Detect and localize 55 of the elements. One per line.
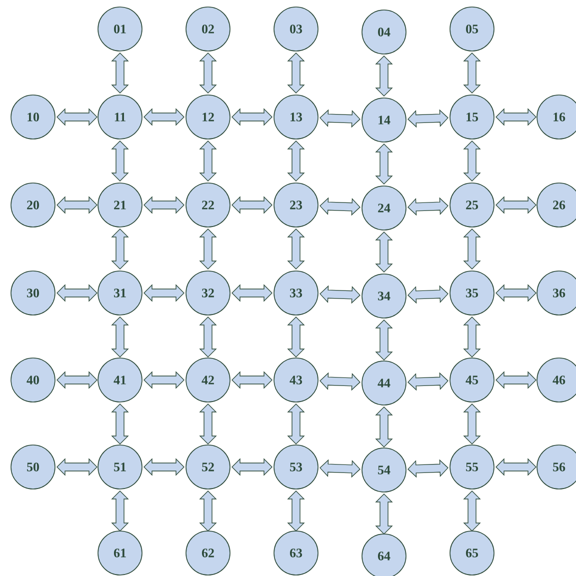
block-arrow xyxy=(375,56,393,96)
block-arrow xyxy=(56,458,98,476)
block-arrow xyxy=(111,490,129,532)
block-arrow xyxy=(56,108,98,126)
block-arrow xyxy=(320,109,360,128)
block-arrow xyxy=(111,140,129,182)
block-arrow xyxy=(287,404,305,444)
block-arrow xyxy=(375,494,393,534)
block-arrow xyxy=(320,197,360,216)
block-arrow xyxy=(232,458,272,476)
block-arrow xyxy=(111,316,129,358)
block-arrow xyxy=(320,372,360,391)
block-arrow xyxy=(463,404,481,444)
block-arrow xyxy=(287,140,305,182)
block-arrow xyxy=(496,458,536,476)
block-arrow xyxy=(144,196,184,214)
block-arrow xyxy=(287,316,305,358)
block-arrow xyxy=(144,371,184,389)
block-arrow xyxy=(144,108,184,126)
block-arrow xyxy=(375,406,393,448)
block-arrow xyxy=(375,320,393,360)
block-arrow xyxy=(320,285,360,304)
block-arrow xyxy=(232,196,272,214)
block-arrow xyxy=(144,458,184,476)
block-arrow xyxy=(111,52,129,94)
block-arrow xyxy=(56,284,98,302)
block-arrow xyxy=(199,140,217,182)
block-arrow xyxy=(199,490,217,532)
block-arrow xyxy=(496,108,536,126)
block-arrow xyxy=(320,459,360,478)
block-arrow xyxy=(111,228,129,270)
block-arrow xyxy=(56,196,98,214)
block-arrow xyxy=(287,490,305,532)
block-arrow xyxy=(199,404,217,444)
block-arrow xyxy=(496,371,536,389)
block-arrow xyxy=(144,284,184,302)
block-arrow xyxy=(375,232,393,272)
block-arrow xyxy=(287,228,305,270)
block-arrow xyxy=(463,52,481,94)
block-arrow xyxy=(111,404,129,444)
block-arrow xyxy=(496,284,536,302)
block-arrow xyxy=(232,108,272,126)
block-arrow xyxy=(287,52,305,94)
block-arrow xyxy=(463,490,481,532)
block-arrow xyxy=(463,140,481,182)
block-arrow xyxy=(375,144,393,184)
block-arrow xyxy=(232,371,272,389)
block-arrow xyxy=(463,316,481,358)
block-arrow xyxy=(496,196,536,214)
block-arrow xyxy=(463,228,481,270)
block-arrow xyxy=(232,284,272,302)
block-arrow xyxy=(199,228,217,270)
block-arrow xyxy=(199,52,217,94)
block-arrow xyxy=(56,371,98,389)
block-arrow xyxy=(199,316,217,358)
